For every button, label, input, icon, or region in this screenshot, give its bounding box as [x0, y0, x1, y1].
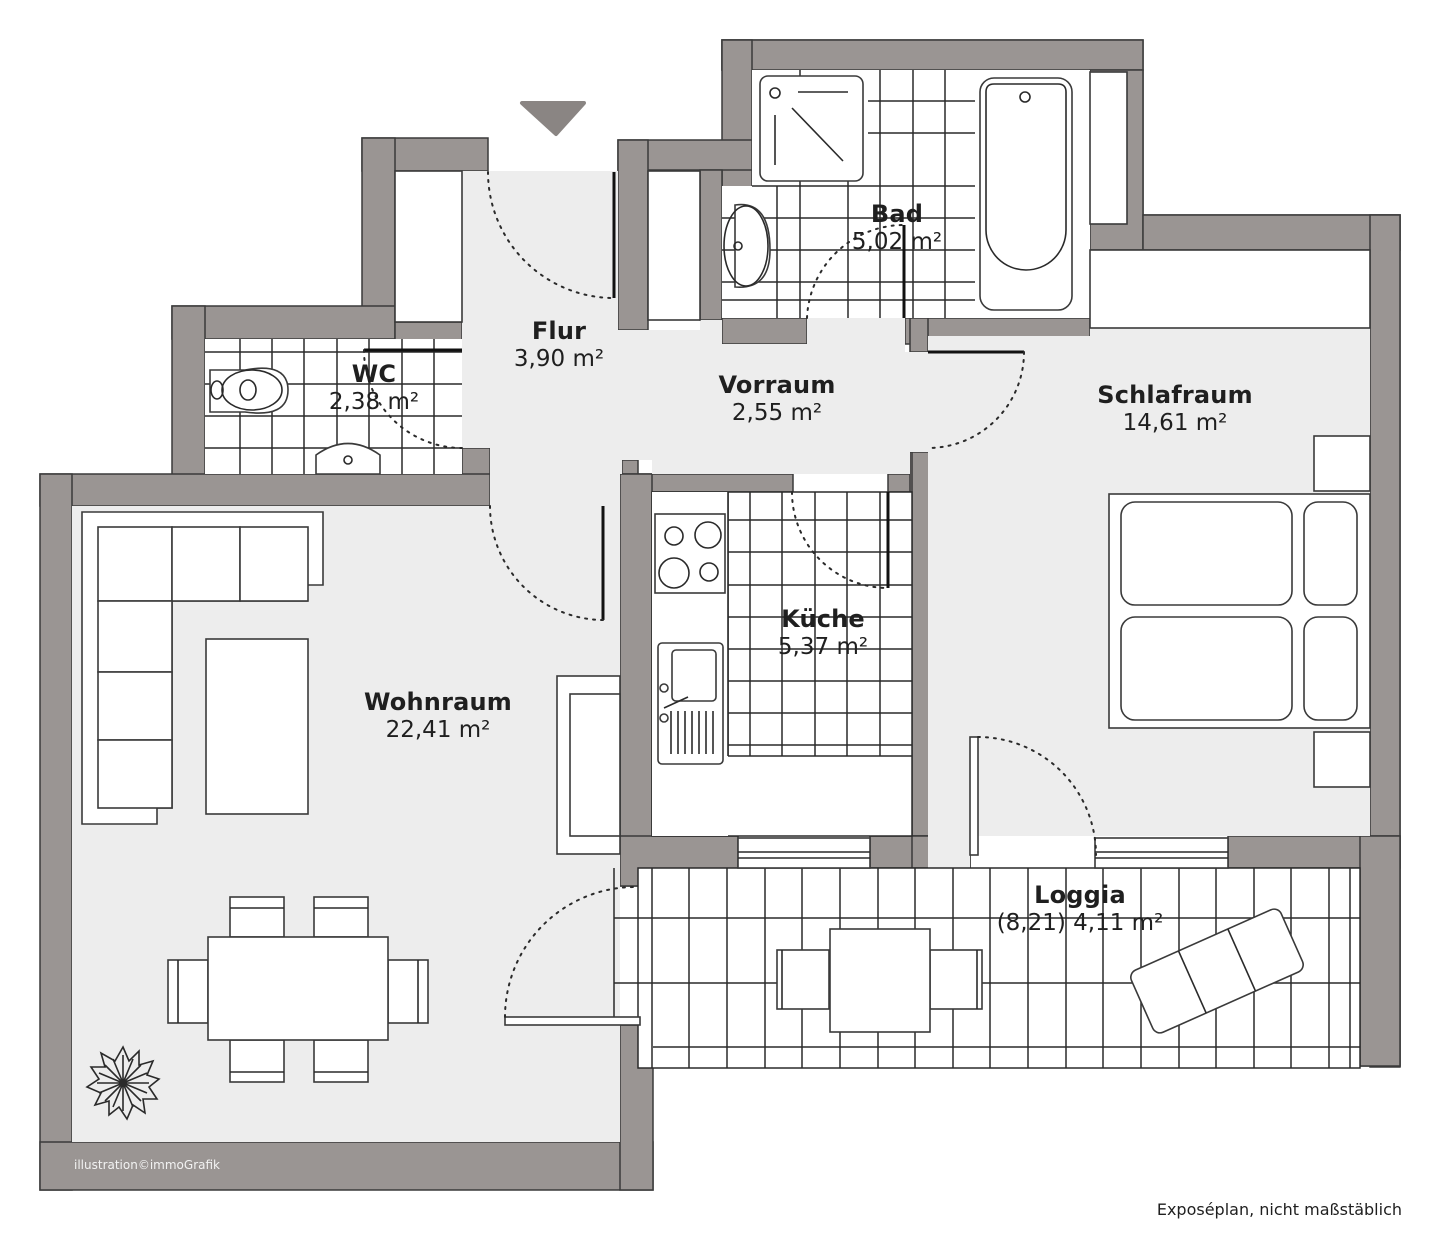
room-name: Vorraum: [718, 371, 836, 399]
toilet: [209, 367, 289, 414]
lounger: [1130, 908, 1304, 1034]
coffee-table: [205, 638, 309, 815]
wc-basin: [315, 442, 381, 475]
kitchen-tiles: [727, 492, 912, 757]
room-label-vorraum: Vorraum 2,55 m²: [718, 371, 836, 426]
illustration-credit: illustration©immoGrafik: [74, 1158, 220, 1172]
bathtub: [979, 77, 1073, 311]
room-area: 5,37 m²: [777, 633, 869, 660]
room-area: 2,38 m²: [328, 388, 420, 415]
room-area: (8,21) 4,11 m²: [996, 909, 1164, 936]
room-name: Wohnraum: [363, 688, 513, 716]
room-name: Loggia: [1034, 881, 1126, 909]
room-name: Küche: [781, 605, 865, 633]
loggia-table: [776, 928, 983, 1033]
built-ins: [394, 71, 1371, 869]
room-label-loggia: Loggia (8,21) 4,11 m²: [996, 881, 1164, 936]
washbasin: [723, 203, 771, 288]
room-area: 3,90 m²: [513, 345, 605, 372]
plant-icon: [85, 1045, 161, 1121]
shower: [759, 75, 864, 182]
room-label-wc: WC 2,38 m²: [328, 360, 420, 415]
doors: [363, 171, 1097, 1026]
bed: [1108, 435, 1371, 788]
walls: [39, 39, 1401, 1191]
sofa: [81, 511, 324, 825]
room-name: Schlafraum: [1097, 381, 1253, 409]
room-area: 22,41 m²: [385, 716, 491, 743]
room-label-schlafraum: Schlafraum 14,61 m²: [1097, 381, 1253, 436]
entrance-arrow-icon: [520, 101, 586, 136]
room-label-kueche: Küche 5,37 m²: [777, 605, 869, 660]
bath-tiles: [722, 70, 975, 318]
cooktop: [654, 513, 726, 594]
plan-disclaimer: Exposéplan, nicht maßstäblich: [1156, 1200, 1402, 1219]
sink: [657, 642, 724, 765]
room-label-wohnraum: Wohnraum 22,41 m²: [363, 688, 513, 743]
room-label-bad: Bad 5,02 m²: [851, 200, 943, 255]
room-name: Bad: [870, 200, 924, 228]
room-name: Flur: [531, 317, 587, 345]
room-name: WC: [351, 360, 397, 388]
room-area: 2,55 m²: [731, 399, 823, 426]
room-area: 14,61 m²: [1122, 409, 1228, 436]
room-area: 5,02 m²: [851, 228, 943, 255]
dining-set: [167, 896, 429, 1083]
room-label-flur: Flur 3,90 m²: [513, 317, 605, 372]
